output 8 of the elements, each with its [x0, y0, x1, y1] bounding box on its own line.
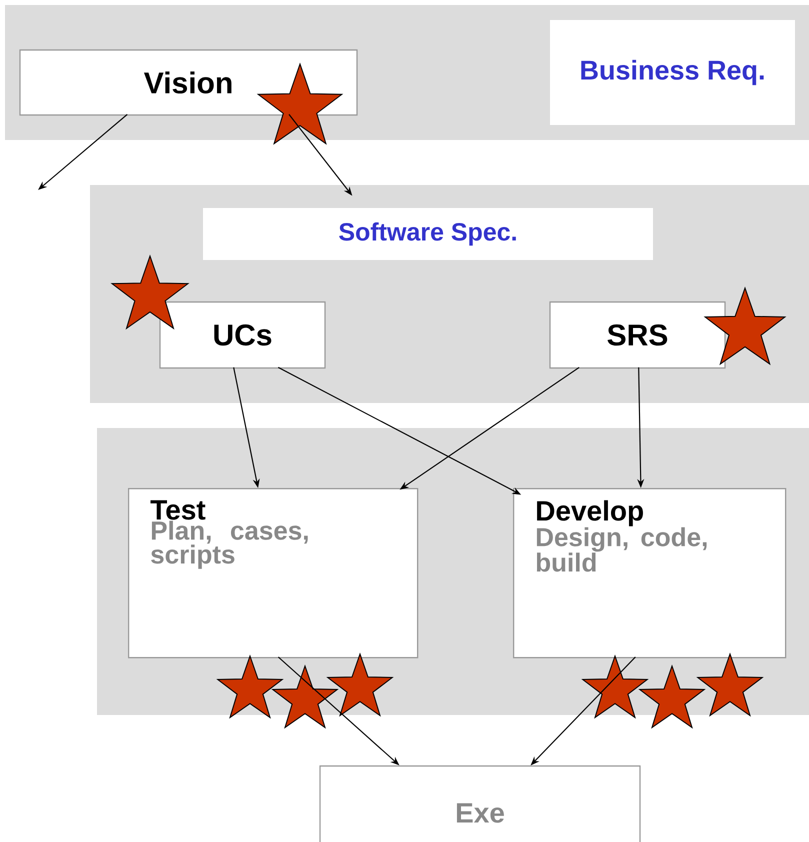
- text-box: UCs: [159, 301, 326, 369]
- text-box: Develop Design, code, build: [513, 488, 786, 658]
- text-box: Exe: [319, 765, 641, 842]
- text-box: SRS: [549, 301, 726, 369]
- text-box: Test Plan, cases, scripts: [128, 488, 418, 658]
- heading-box: Business Req.: [550, 20, 795, 125]
- heading-box: Software Spec.: [203, 208, 653, 260]
- text-box: Vision: [19, 49, 358, 116]
